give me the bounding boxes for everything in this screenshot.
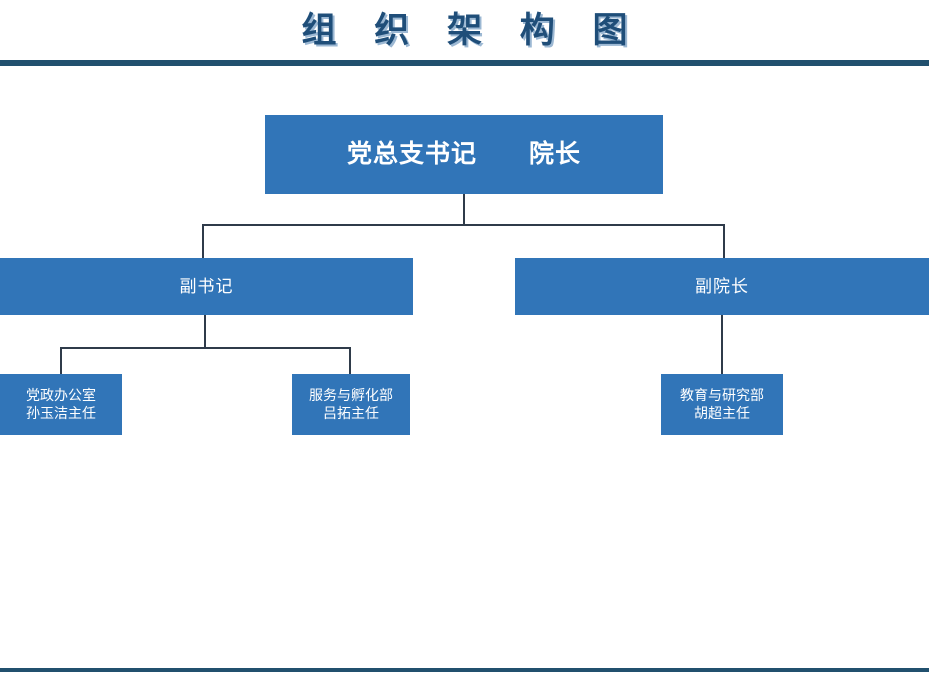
connector-root-drop bbox=[463, 194, 465, 225]
org-chart: 党总支书记 院长 副书记 副院长 党政办公室 孙玉洁主任 服务与孵化部 吕拓主任… bbox=[0, 66, 929, 666]
connector-vice-secretary-horizontal bbox=[60, 347, 351, 349]
org-node-education-research[interactable]: 教育与研究部 胡超主任 bbox=[661, 374, 783, 435]
connector-to-education-research bbox=[721, 315, 723, 374]
footer-divider-bottom bbox=[0, 668, 929, 672]
page-title: 组 织 架 构 图 bbox=[301, 11, 642, 50]
org-node-vice-secretary[interactable]: 副书记 bbox=[0, 258, 413, 315]
org-node-vice-dean[interactable]: 副院长 bbox=[515, 258, 929, 315]
org-node-service-incubation[interactable]: 服务与孵化部 吕拓主任 bbox=[292, 374, 410, 435]
org-node-root[interactable]: 党总支书记 院长 bbox=[265, 115, 663, 194]
connector-root-horizontal bbox=[202, 224, 725, 226]
connector-to-service-incubation bbox=[349, 347, 351, 374]
connector-root-to-vice-secretary bbox=[202, 224, 204, 258]
connector-root-to-vice-dean bbox=[723, 224, 725, 258]
header-divider-top bbox=[0, 60, 929, 66]
connector-vice-secretary-drop bbox=[204, 315, 206, 348]
connector-to-party-office bbox=[60, 347, 62, 374]
org-node-party-office[interactable]: 党政办公室 孙玉洁主任 bbox=[0, 374, 122, 435]
